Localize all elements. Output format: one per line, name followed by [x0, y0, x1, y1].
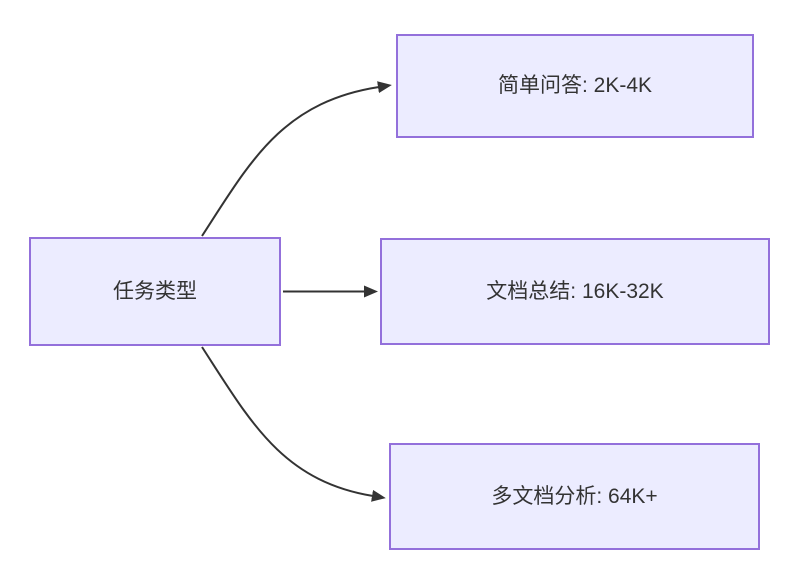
node-multi-doc-label: 多文档分析: 64K+ — [491, 484, 658, 508]
node-task-type: 任务类型 — [29, 237, 281, 346]
edge-root-to-simple-qa — [201, 81, 392, 237]
node-simple-qa: 简单问答: 2K-4K — [396, 34, 754, 138]
node-multi-doc: 多文档分析: 64K+ — [389, 443, 760, 550]
node-doc-summary-label: 文档总结: 16K-32K — [486, 279, 664, 303]
edge-root-to-multi-doc — [201, 346, 386, 502]
node-task-type-label: 任务类型 — [113, 279, 197, 303]
node-simple-qa-label: 简单问答: 2K-4K — [497, 74, 653, 98]
node-doc-summary: 文档总结: 16K-32K — [380, 238, 770, 345]
